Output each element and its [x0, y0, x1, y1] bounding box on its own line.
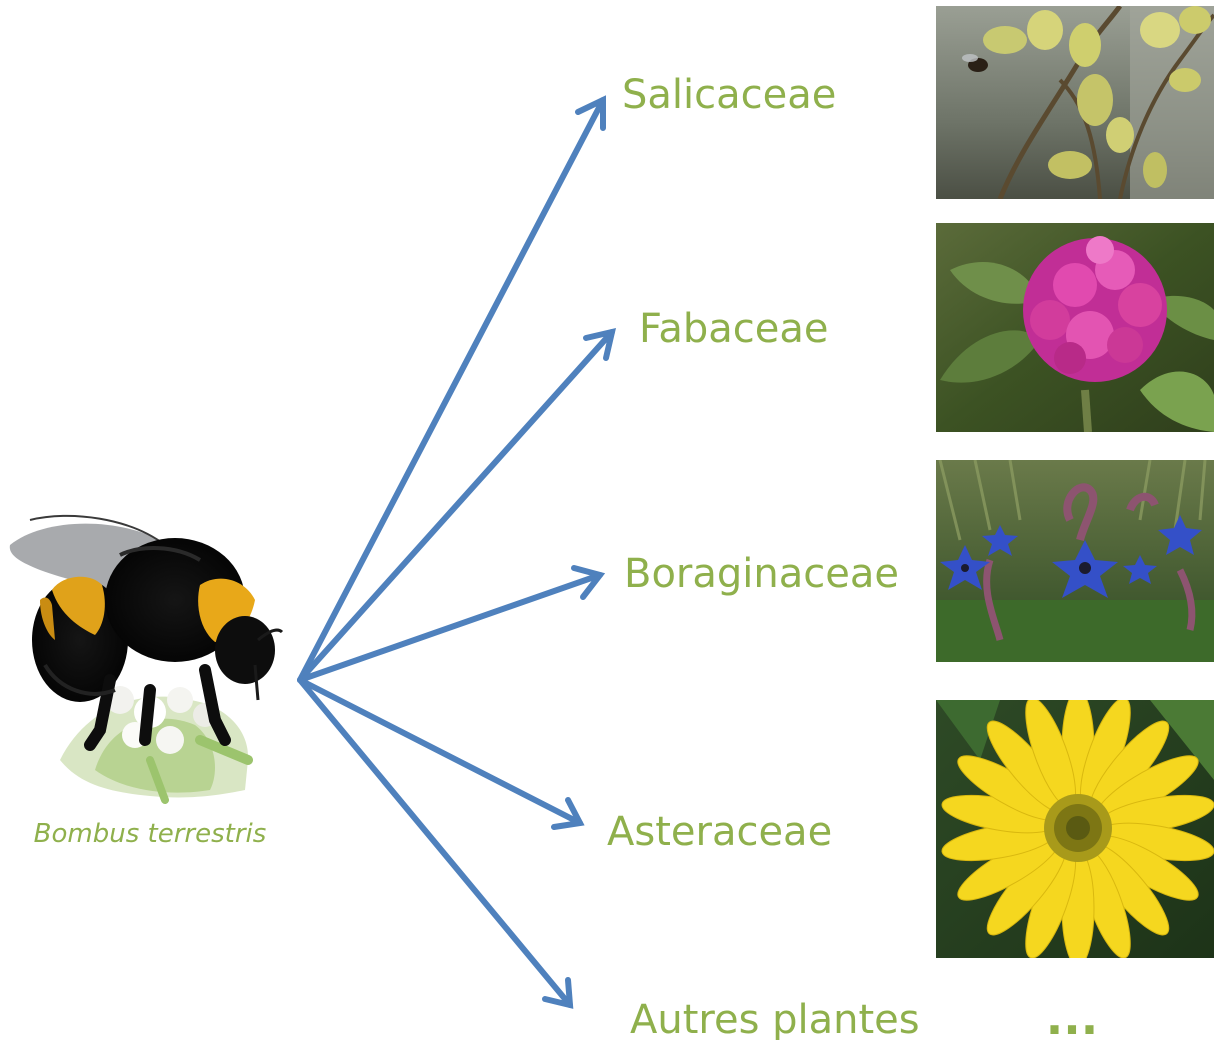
- family-label-boraginaceae: Boraginaceae: [624, 551, 899, 597]
- family-label-salicaceae: Salicaceae: [622, 72, 836, 118]
- family-label-fabaceae: Fabaceae: [639, 306, 828, 352]
- arrow-to-boraginaceae: [300, 568, 600, 680]
- arrow-to-autres-plantes: [300, 680, 570, 1005]
- yellow-daisy-photo: [936, 690, 1214, 966]
- species-caption: Bombus terrestris: [34, 819, 267, 849]
- ellipsis-more-plants: ...: [1046, 991, 1098, 1040]
- arrows: [300, 100, 612, 1005]
- red-clover-photo: [936, 223, 1214, 432]
- family-label-asteraceae: Asteraceae: [607, 809, 832, 855]
- arrow-to-asteraceae: [300, 680, 580, 827]
- bumblebee-photo: [10, 516, 282, 800]
- borage-flowers-photo: [936, 460, 1214, 662]
- family-label-autres-plantes: Autres plantes: [630, 997, 920, 1040]
- willow-catkins-photo: [936, 6, 1214, 199]
